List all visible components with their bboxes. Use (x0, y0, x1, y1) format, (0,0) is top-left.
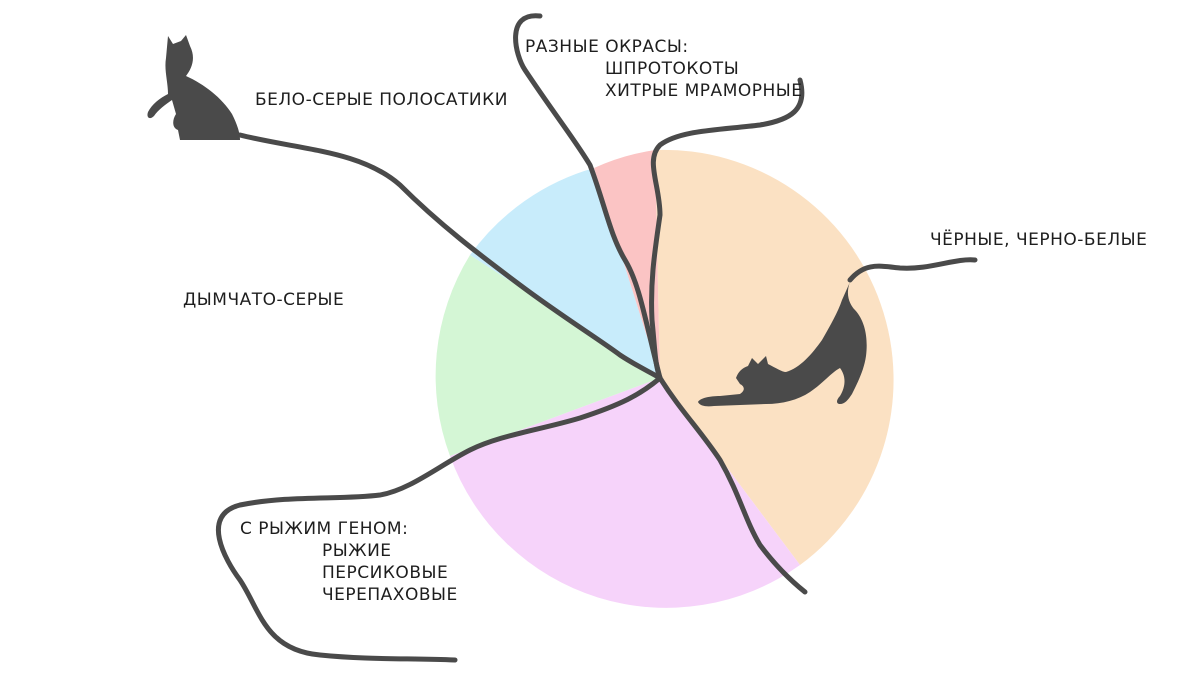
label-various-item: ШПРОТОКОТЫ (605, 59, 740, 79)
stretching-cat-icon (698, 282, 867, 407)
label-various-block: РАЗНЫЕ ОКРАСЫ: ШПРОТОКОТЫ ХИТРЫЕ МРАМОРН… (525, 36, 803, 102)
thread-tabby (237, 132, 663, 381)
thread-smoky-ginger-divider (657, 375, 808, 595)
thread-ginger (216, 375, 663, 663)
label-ginger-block: С РЫЖИМ ГЕНОМ: РЫЖИЕ ПЕРСИКОВЫЕ ЧЕРЕПАХО… (240, 518, 458, 606)
label-various-item: ХИТРЫЕ МРАМОРНЫЕ (605, 81, 803, 101)
label-various-title: РАЗНЫЕ ОКРАСЫ: (525, 37, 689, 57)
label-white-grey-tabby: БЕЛО-СЕРЫЕ ПОЛОСАТИКИ (255, 90, 508, 110)
label-ginger-item: РЫЖИЕ (322, 541, 392, 561)
threads (216, 13, 978, 663)
thread-black (847, 257, 978, 283)
label-ginger-title: С РЫЖИМ ГЕНОМ: (240, 519, 409, 539)
thread-various (513, 13, 663, 381)
sector-black-black-white (655, 149, 894, 565)
color-wheel (435, 149, 894, 608)
thread-marble (649, 77, 805, 381)
sector-ginger-gene (450, 378, 800, 608)
sector-smoky-grey (435, 255, 660, 456)
label-ginger-item: ЧЕРЕПАХОВЫЕ (322, 585, 458, 605)
sector-white-grey-tabby (470, 168, 660, 378)
label-ginger-item: ПЕРСИКОВЫЕ (322, 563, 449, 583)
label-smoky-grey: ДЫМЧАТО-СЕРЫЕ (183, 290, 345, 310)
sitting-cat-icon (147, 35, 240, 140)
label-black: ЧЁРНЫЕ, ЧЕРНО-БЕЛЫЕ (930, 230, 1148, 250)
